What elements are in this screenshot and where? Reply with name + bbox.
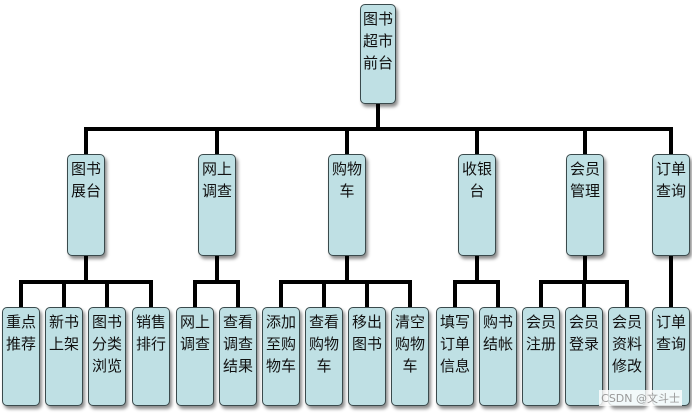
node-text-line: 图书 <box>362 10 393 28</box>
leaf-node-clear-cart: 清空 购物 车 <box>391 307 429 406</box>
node-text-line: 订单 <box>655 313 686 331</box>
node-text-line: 前台 <box>362 54 393 72</box>
leaf-node-featured: 重点 推荐 <box>2 307 40 406</box>
node-text-line: 登录 <box>568 335 599 353</box>
category-node-member-management: 会员 管理 <box>566 154 604 256</box>
node-text-line: 会员 <box>569 160 600 178</box>
node-text-line: 网上 <box>201 160 232 178</box>
node-text-line: 分类 <box>91 335 122 353</box>
leaf-node-order-query: 订单 查询 <box>652 307 690 406</box>
node-text-line: 图书 <box>351 335 382 353</box>
leaf-node-browse-by-category: 图书 分类 浏览 <box>88 307 126 406</box>
node-text-line: 资料 <box>611 335 642 353</box>
node-text-line: 会员 <box>525 313 556 331</box>
category-node-book-display: 图书 展台 <box>67 154 105 256</box>
leaf-node-remove-book: 移出 图书 <box>348 307 386 406</box>
category-node-shopping-cart: 购物 车 <box>328 154 366 256</box>
node-text-line: 图书 <box>91 313 122 331</box>
node-text-line: 新书 <box>48 313 79 331</box>
leaf-node-online-survey: 网上 调查 <box>176 307 214 406</box>
node-text-line: 清空 <box>394 313 425 331</box>
leaf-node-survey-results: 查看 调查 结果 <box>219 307 257 406</box>
leaf-node-view-cart: 查看 购物 车 <box>305 307 343 406</box>
node-text-line: 会员 <box>568 313 599 331</box>
node-text-line: 添加 <box>265 313 296 331</box>
leaf-node-member-register: 会员 注册 <box>522 307 560 406</box>
node-text-line: 查询 <box>655 335 686 353</box>
node-text-line: 查看 <box>222 313 253 331</box>
node-text-line: 浏览 <box>91 357 122 375</box>
node-text-line: 收银 <box>461 160 492 178</box>
node-text-line: 填写 <box>439 313 470 331</box>
node-text-line: 购物 <box>308 335 339 353</box>
node-text-line: 结果 <box>222 357 253 375</box>
node-text-line: 调查 <box>179 335 210 353</box>
node-text-line: 车 <box>339 182 355 200</box>
category-node-checkout: 收银 台 <box>458 154 496 256</box>
node-text-line: 注册 <box>525 335 556 353</box>
leaf-node-fill-order-info: 填写 订单 信息 <box>436 307 474 406</box>
watermark-text: CSDN @文斗士 <box>599 390 682 406</box>
node-text-line: 移出 <box>351 313 382 331</box>
node-text-line: 车 <box>402 357 418 375</box>
node-text-line: 上架 <box>48 335 79 353</box>
node-text-line: 图书 <box>70 160 101 178</box>
category-node-online-survey: 网上 调查 <box>198 154 236 256</box>
leaf-node-sales-ranking: 销售 排行 <box>132 307 170 406</box>
node-text-line: 推荐 <box>5 335 36 353</box>
root-node: 图书 超市 前台 <box>360 4 396 104</box>
node-text-line: 订单 <box>655 160 686 178</box>
node-text-line: 购物 <box>331 160 362 178</box>
node-text-line: 销售 <box>135 313 166 331</box>
node-text-line: 信息 <box>439 357 470 375</box>
node-text-line: 排行 <box>135 335 166 353</box>
node-text-line: 修改 <box>611 357 642 375</box>
category-node-order-query: 订单 查询 <box>652 154 690 256</box>
node-text-line: 网上 <box>179 313 210 331</box>
node-text-line: 重点 <box>5 313 36 331</box>
node-text-line: 查看 <box>308 313 339 331</box>
node-text-line: 查询 <box>655 182 686 200</box>
leaf-node-new-arrivals: 新书 上架 <box>45 307 83 406</box>
node-text-line: 管理 <box>569 182 600 200</box>
node-text-line: 结帐 <box>482 335 513 353</box>
node-text-line: 会员 <box>611 313 642 331</box>
node-text-line: 购物 <box>394 335 425 353</box>
node-text-line: 展台 <box>70 182 101 200</box>
node-text-line: 超市 <box>362 32 393 50</box>
leaf-node-pay-checkout: 购书 结帐 <box>479 307 517 406</box>
node-text-line: 物车 <box>265 357 296 375</box>
leaf-node-member-login: 会员 登录 <box>565 307 603 406</box>
node-text-line: 车 <box>316 357 332 375</box>
node-text-line: 台 <box>469 182 485 200</box>
node-text-line: 购书 <box>482 313 513 331</box>
node-text-line: 调查 <box>201 182 232 200</box>
node-text-line: 至购 <box>265 335 296 353</box>
leaf-node-add-to-cart: 添加 至购 物车 <box>262 307 300 406</box>
node-text-line: 订单 <box>439 335 470 353</box>
node-text-line: 调查 <box>222 335 253 353</box>
